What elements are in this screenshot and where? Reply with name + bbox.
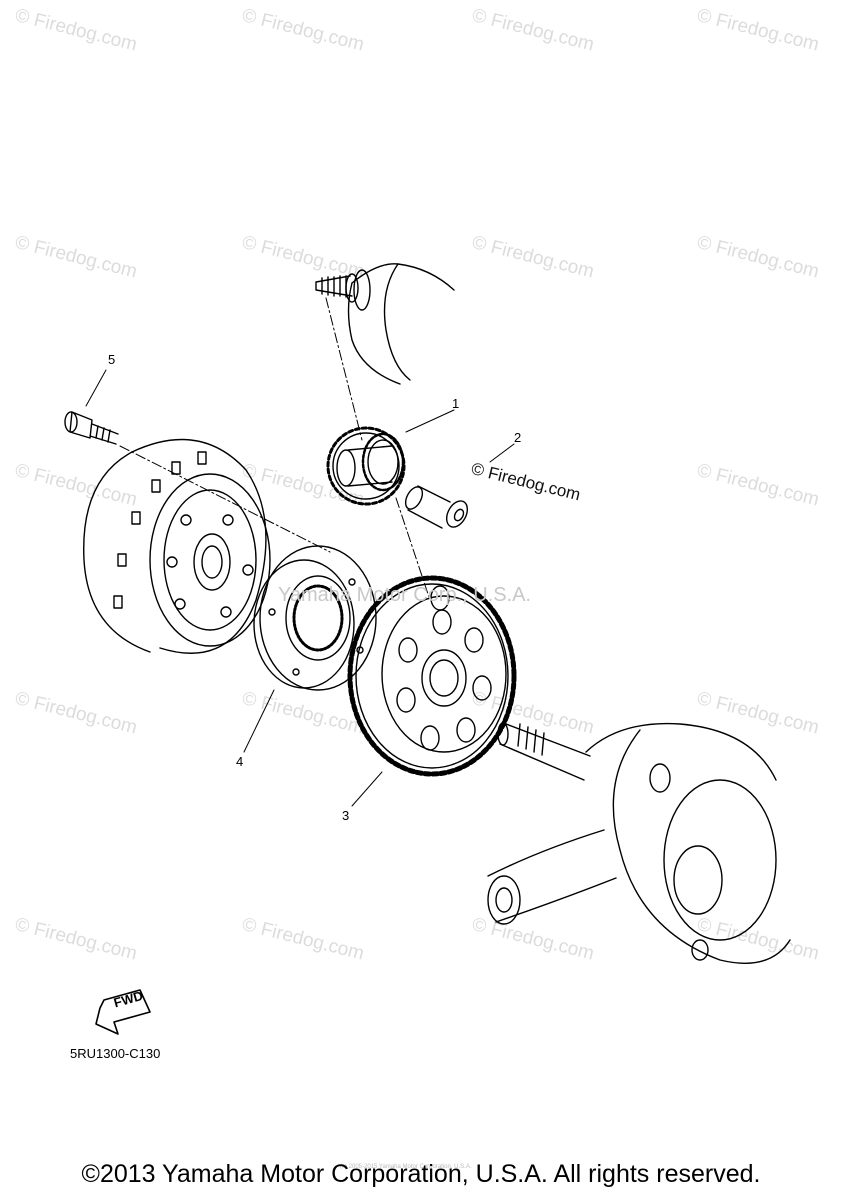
center-watermark: Yamaha Motor Corp., U.S.A.	[278, 584, 532, 606]
flywheel-rotor	[83, 438, 271, 654]
callout-2: 2	[514, 430, 522, 445]
starter-wheel-gear	[347, 575, 517, 777]
bolt	[64, 411, 119, 445]
part-code: 5RU1300-C130	[70, 1046, 161, 1061]
tiny-copyright-note: (c) 2005-2015 Yamaha Motor Corporation, …	[340, 1164, 472, 1170]
copyright-text: ©2013 Yamaha Motor Corporation, U.S.A. A…	[81, 1160, 761, 1188]
starter-clutch	[253, 545, 377, 691]
starter-motor	[315, 263, 455, 385]
callout-4: 4	[236, 754, 244, 769]
center-lines	[119, 297, 431, 601]
idler-gear	[326, 426, 406, 506]
callout-3: 3	[342, 808, 350, 823]
fwd-arrow-icon	[95, 989, 151, 1035]
callout-5: 5	[108, 352, 116, 367]
callout-1: 1	[452, 396, 460, 411]
crankshaft	[487, 722, 791, 964]
leader-lines	[85, 369, 515, 807]
idler-shaft	[404, 485, 469, 529]
